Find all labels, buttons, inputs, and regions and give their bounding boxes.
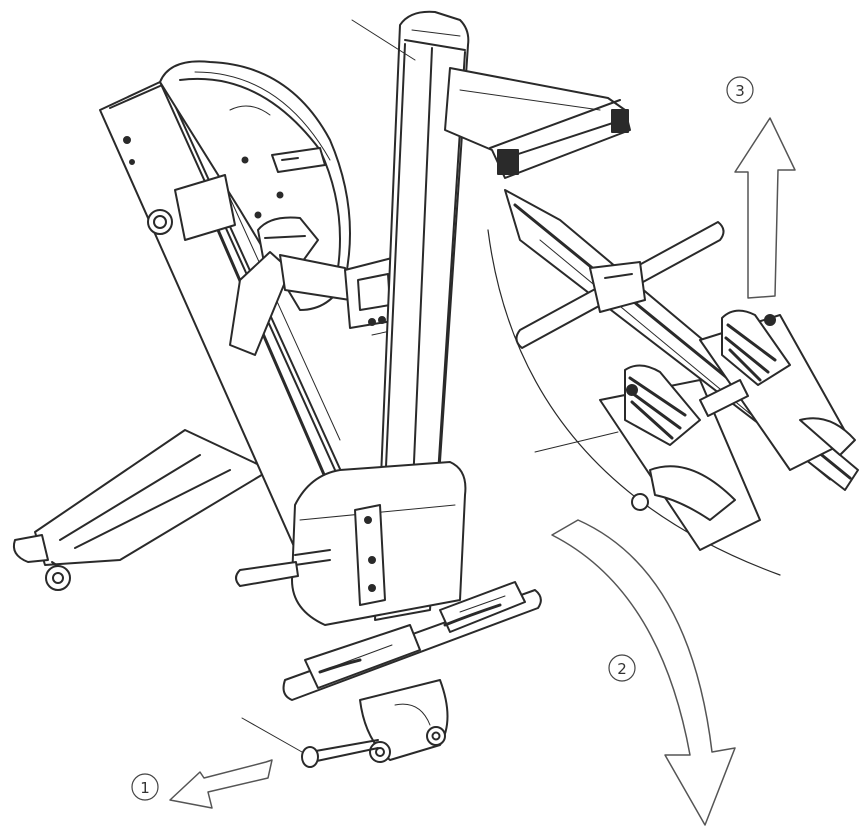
front-latch-assembly bbox=[359, 679, 449, 763]
bottom-foot-platform bbox=[282, 581, 542, 701]
svg-text:1: 1 bbox=[140, 779, 150, 797]
step-1-arrow bbox=[169, 759, 273, 809]
lock-pin bbox=[241, 717, 379, 768]
step-2-arrow bbox=[551, 519, 736, 826]
bottom-handle bbox=[235, 561, 299, 587]
step-badge-3: 3 bbox=[726, 76, 754, 104]
seat bbox=[291, 461, 467, 626]
side-knob bbox=[147, 209, 173, 235]
top-foot-beam bbox=[444, 67, 631, 179]
guide-line bbox=[351, 19, 416, 61]
step-badge-2: 2 bbox=[608, 654, 636, 682]
rear-stand-leg bbox=[12, 429, 271, 591]
step-badge-1: 1 bbox=[131, 773, 159, 801]
step-3-arrow bbox=[734, 117, 796, 299]
monitor-arm bbox=[174, 174, 399, 356]
svg-text:3: 3 bbox=[735, 82, 745, 100]
detail-callout bbox=[487, 189, 859, 576]
svg-text:2: 2 bbox=[617, 660, 627, 678]
